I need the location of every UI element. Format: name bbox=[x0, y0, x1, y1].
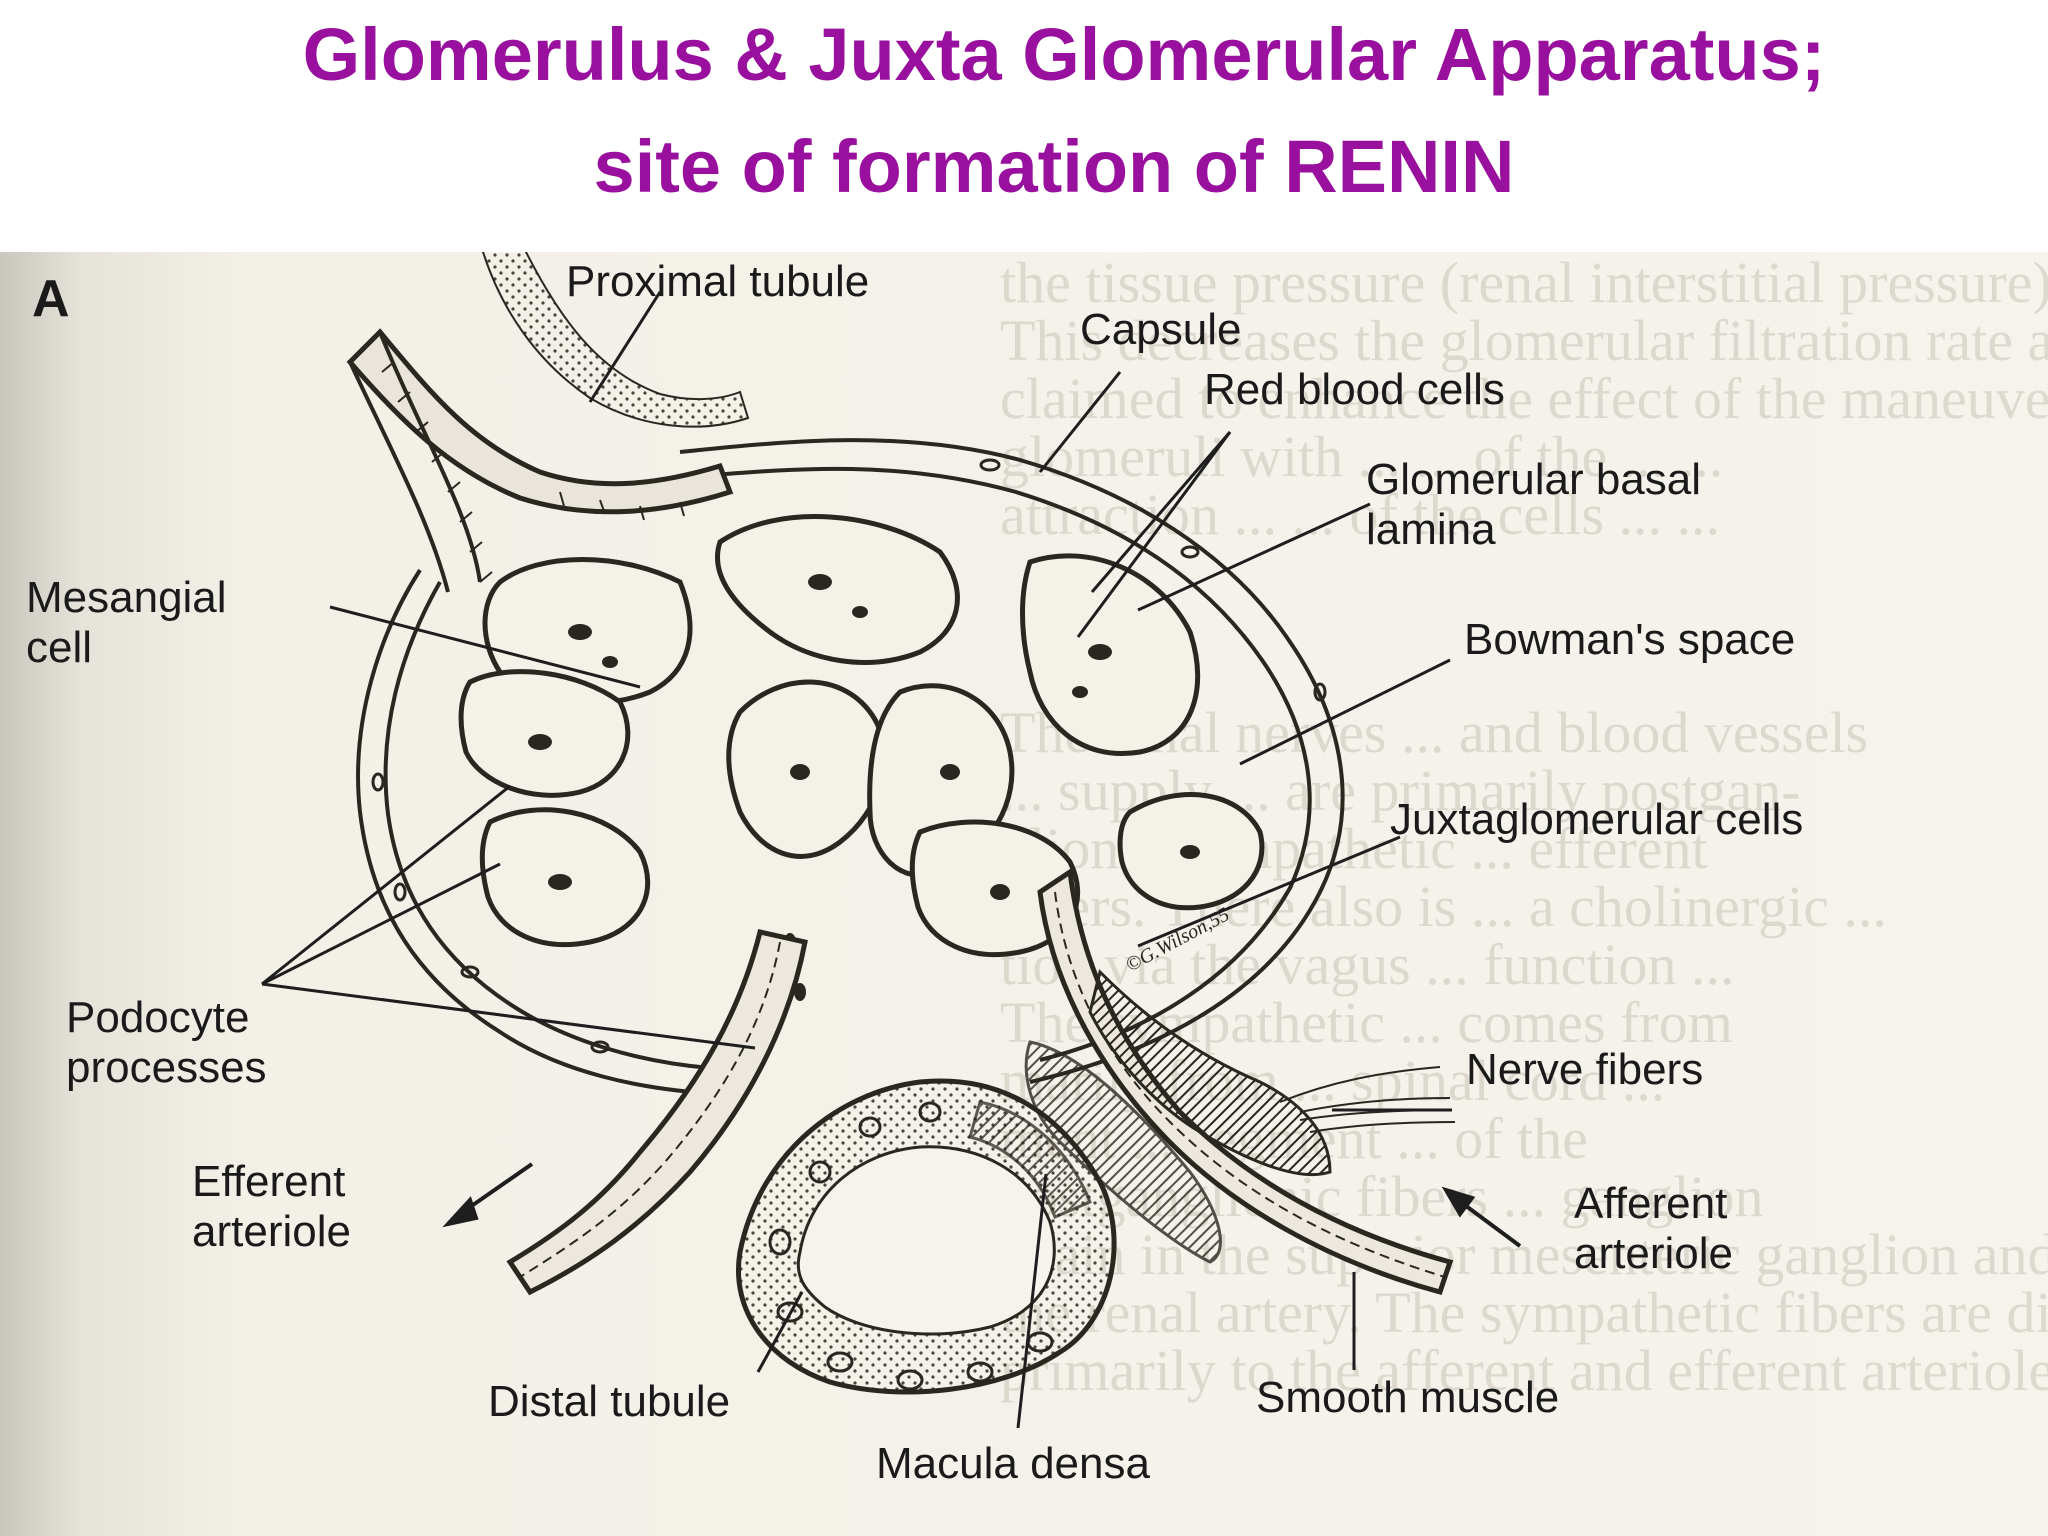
label-macula-densa: Macula densa bbox=[876, 1439, 1150, 1488]
leader-red-blood-cells-a bbox=[1090, 431, 1232, 593]
label-efferent-arteriole-line1: Efferent bbox=[192, 1157, 345, 1206]
svg-text:primarily to the afferent and: primarily to the afferent and efferent a… bbox=[1000, 1338, 2048, 1403]
leader-lines bbox=[261, 291, 1452, 1429]
proximal-tubule-cells bbox=[482, 252, 750, 428]
leader-red-blood-cells-b bbox=[1076, 431, 1232, 638]
label-nerve-fibers: Nerve fibers bbox=[1466, 1045, 1703, 1094]
leader-podocyte-a bbox=[261, 784, 511, 986]
leader-macula-densa bbox=[1016, 1173, 1048, 1429]
label-afferent-arteriole-line2: arteriole bbox=[1574, 1229, 1733, 1278]
distal-tubule-nuclei bbox=[768, 1101, 1054, 1391]
svg-text:chain in the superior mesenter: chain in the superior mesenteric ganglio… bbox=[1000, 1222, 2048, 1287]
bowmans-capsule-outer bbox=[356, 438, 1345, 1096]
capillary-loop bbox=[714, 514, 960, 665]
label-proximal-tubule: Proximal tubule bbox=[566, 257, 869, 306]
leader-podocyte-b bbox=[261, 862, 501, 986]
macula-densa-region bbox=[968, 1100, 1092, 1219]
svg-text:glomeruli with ... ... of the: glomeruli with ... ... of the ... ... bbox=[1000, 424, 1723, 489]
efferent-arteriole bbox=[506, 929, 808, 1296]
efferent-arteriole-inner bbox=[519, 941, 781, 1278]
svg-text:This decreases the glomerular: This decreases the glomerular filtration… bbox=[1000, 308, 2048, 373]
svg-text:the tissue pressure (renal int: the tissue pressure (renal interstitial … bbox=[1000, 252, 2048, 315]
proximal-tubule-lower bbox=[348, 331, 482, 593]
label-podocyte-processes-line2: processes bbox=[66, 1043, 267, 1092]
label-capsule: Capsule bbox=[1080, 305, 1241, 354]
slide-title: Glomerulus & Juxta Glomerular Apparatus; bbox=[302, 13, 1826, 96]
label-mesangial-cell-line1: Mesangial bbox=[26, 573, 227, 622]
leader-juxtaglomerular-cells bbox=[1137, 835, 1401, 948]
glomerulus-diagram: the tissue pressure (renal interstitial … bbox=[0, 252, 2048, 1536]
leader-glomerular-basal-lamina bbox=[1137, 502, 1371, 612]
svg-text:tion via the vagus ... functio: tion via the vagus ... function ... bbox=[1000, 932, 1735, 997]
afferent-flow-arrow bbox=[1456, 1198, 1522, 1248]
capsule-nuclei bbox=[371, 458, 1327, 1054]
leader-distal-tubule bbox=[756, 1291, 804, 1373]
diagram-labels: A Proximal tubule Capsule Red blood cell… bbox=[26, 257, 1803, 1488]
label-efferent-arteriole-line2: arteriole bbox=[192, 1207, 351, 1256]
label-distal-tubule: Distal tubule bbox=[488, 1377, 730, 1426]
flow-arrows bbox=[442, 1162, 1522, 1248]
panel-letter: A bbox=[32, 270, 70, 328]
label-mesangial-cell-line2: cell bbox=[26, 623, 92, 672]
leader-podocyte-c bbox=[261, 982, 756, 1050]
label-juxtaglomerular-cells: Juxtaglomerular cells bbox=[1390, 795, 1803, 844]
capillary-loops bbox=[458, 514, 1265, 958]
illustration: ©G.Wilson,55 bbox=[346, 252, 1522, 1395]
brush-border bbox=[381, 361, 685, 583]
svg-text:claimed to enhance the effect: claimed to enhance the effect of the man… bbox=[1000, 366, 2048, 431]
bowmans-capsule-inner bbox=[383, 466, 1312, 1070]
leader-capsule bbox=[1038, 371, 1122, 473]
juxtaglomerular-cells-region bbox=[1088, 969, 1332, 1177]
label-afferent-arteriole-line1: Afferent bbox=[1574, 1179, 1727, 1228]
label-bowmans-space: Bowman's space bbox=[1464, 615, 1795, 664]
distal-tubule-lumen bbox=[796, 1145, 1056, 1336]
afferent-arteriole-inner bbox=[1054, 891, 1446, 1278]
label-glomerular-basal-lamina-line1: Glomerular basal bbox=[1366, 455, 1701, 504]
leader-mesangial-cell bbox=[329, 605, 641, 689]
slide-subtitle: site of formation of RENIN bbox=[593, 125, 1515, 208]
bleed-through-text: the tissue pressure (renal interstitial … bbox=[1000, 252, 2048, 1403]
svg-text:the renal artery. The sympathe: the renal artery. The sympathetic fibers… bbox=[1000, 1280, 2048, 1345]
leader-proximal-tubule bbox=[588, 291, 662, 403]
leader-bowmans-space bbox=[1239, 658, 1451, 766]
label-red-blood-cells: Red blood cells bbox=[1204, 365, 1505, 414]
label-glomerular-basal-lamina-line2: lamina bbox=[1366, 505, 1496, 554]
label-smooth-muscle: Smooth muscle bbox=[1256, 1373, 1559, 1422]
label-podocyte-processes-line1: Podocyte bbox=[66, 993, 249, 1042]
capillary-loop bbox=[458, 669, 631, 798]
